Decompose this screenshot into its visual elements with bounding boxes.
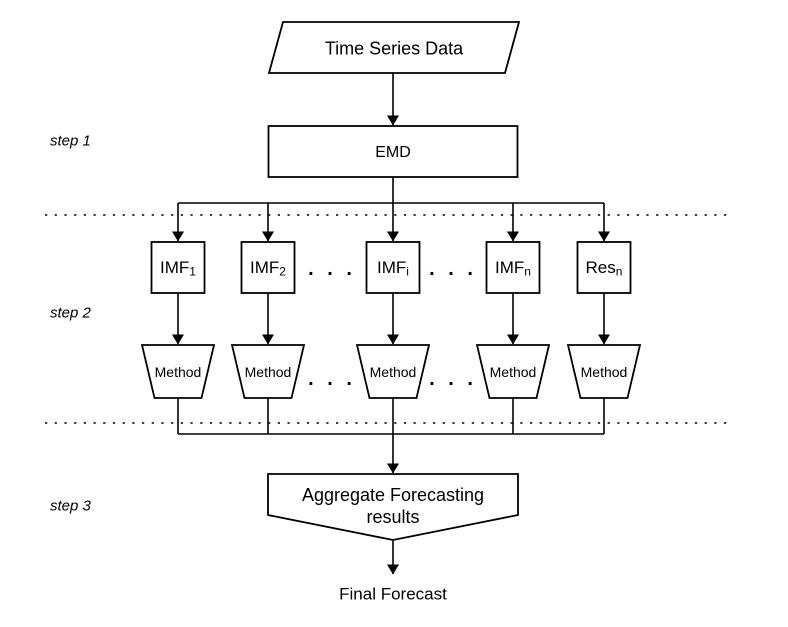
svg-text:IMF1: IMF1: [160, 258, 196, 279]
method-1-label: Method: [155, 364, 202, 380]
method-4-node: Method: [475, 344, 551, 399]
res-n-box: [576, 241, 632, 294]
ellipsis-imf-row-right: . . .: [429, 258, 477, 280]
ellipsis-method-row-right: . . .: [429, 368, 477, 390]
method-2-node: Method: [230, 344, 306, 399]
res-n-label: Res: [586, 258, 616, 277]
imf-1-node: IMF1: [150, 241, 206, 294]
time-series-data-label: Time Series Data: [325, 39, 464, 59]
method-5-node: Method: [566, 344, 642, 399]
svg-text:IMFn: IMFn: [495, 258, 531, 279]
time-series-data-node: Time Series Data: [267, 21, 521, 74]
method-5-label: Method: [581, 364, 628, 380]
imf-i-subscript: i: [406, 265, 409, 279]
method-3-trapezoid: [355, 344, 431, 399]
method-3-label: Method: [370, 364, 417, 380]
method-4-label: Method: [490, 364, 537, 380]
imf-n-label: IMF: [495, 258, 524, 277]
emd-node: EMD: [267, 125, 519, 178]
ellipsis-imf-row-left: . . .: [308, 258, 356, 280]
time-series-data-parallelogram: [267, 21, 521, 74]
method-2-label: Method: [245, 364, 292, 380]
step-3-label: step 3: [50, 498, 92, 515]
method-1-node: Method: [140, 344, 216, 399]
imf-i-label: IMF: [377, 258, 406, 277]
method-4-trapezoid: [475, 344, 551, 399]
imf-n-subscript: n: [524, 265, 531, 279]
imf-n-box: [485, 241, 541, 294]
imf-2-box: [240, 241, 296, 294]
ellipsis-method-row-left: . . .: [308, 368, 356, 390]
imf-n-node: IMFn: [485, 241, 541, 294]
emd-label: EMD: [375, 144, 411, 161]
aggregate-node: Aggregate Forecasting results: [267, 473, 519, 541]
imf-i-node: IMFi: [365, 241, 421, 294]
res-n-node: Resn: [576, 241, 632, 294]
svg-text:IMF2: IMF2: [250, 258, 286, 279]
aggregate-pentagon: [267, 473, 519, 541]
svg-text:Resn: Resn: [586, 258, 623, 279]
method-2-trapezoid: [230, 344, 306, 399]
emd-box: [267, 125, 519, 178]
method-5-trapezoid: [566, 344, 642, 399]
method-3-node: Method: [355, 344, 431, 399]
res-n-subscript: n: [616, 265, 623, 279]
step-2-label: step 2: [50, 305, 92, 322]
aggregate-label-line1: Aggregate Forecasting: [302, 485, 484, 505]
imf-2-subscript: 2: [279, 265, 286, 279]
method-1-trapezoid: [140, 344, 216, 399]
imf-2-label: IMF: [250, 258, 279, 277]
imf-i-box: [365, 241, 421, 294]
step-1-label: step 1: [50, 133, 91, 150]
imf-1-label: IMF: [160, 258, 189, 277]
imf-1-subscript: 1: [189, 265, 196, 279]
aggregate-label-line2: results: [366, 507, 419, 527]
svg-text:IMFi: IMFi: [377, 258, 409, 279]
imf-1-box: [150, 241, 206, 294]
final-forecast-label: Final Forecast: [339, 585, 447, 604]
imf-2-node: IMF2: [240, 241, 296, 294]
